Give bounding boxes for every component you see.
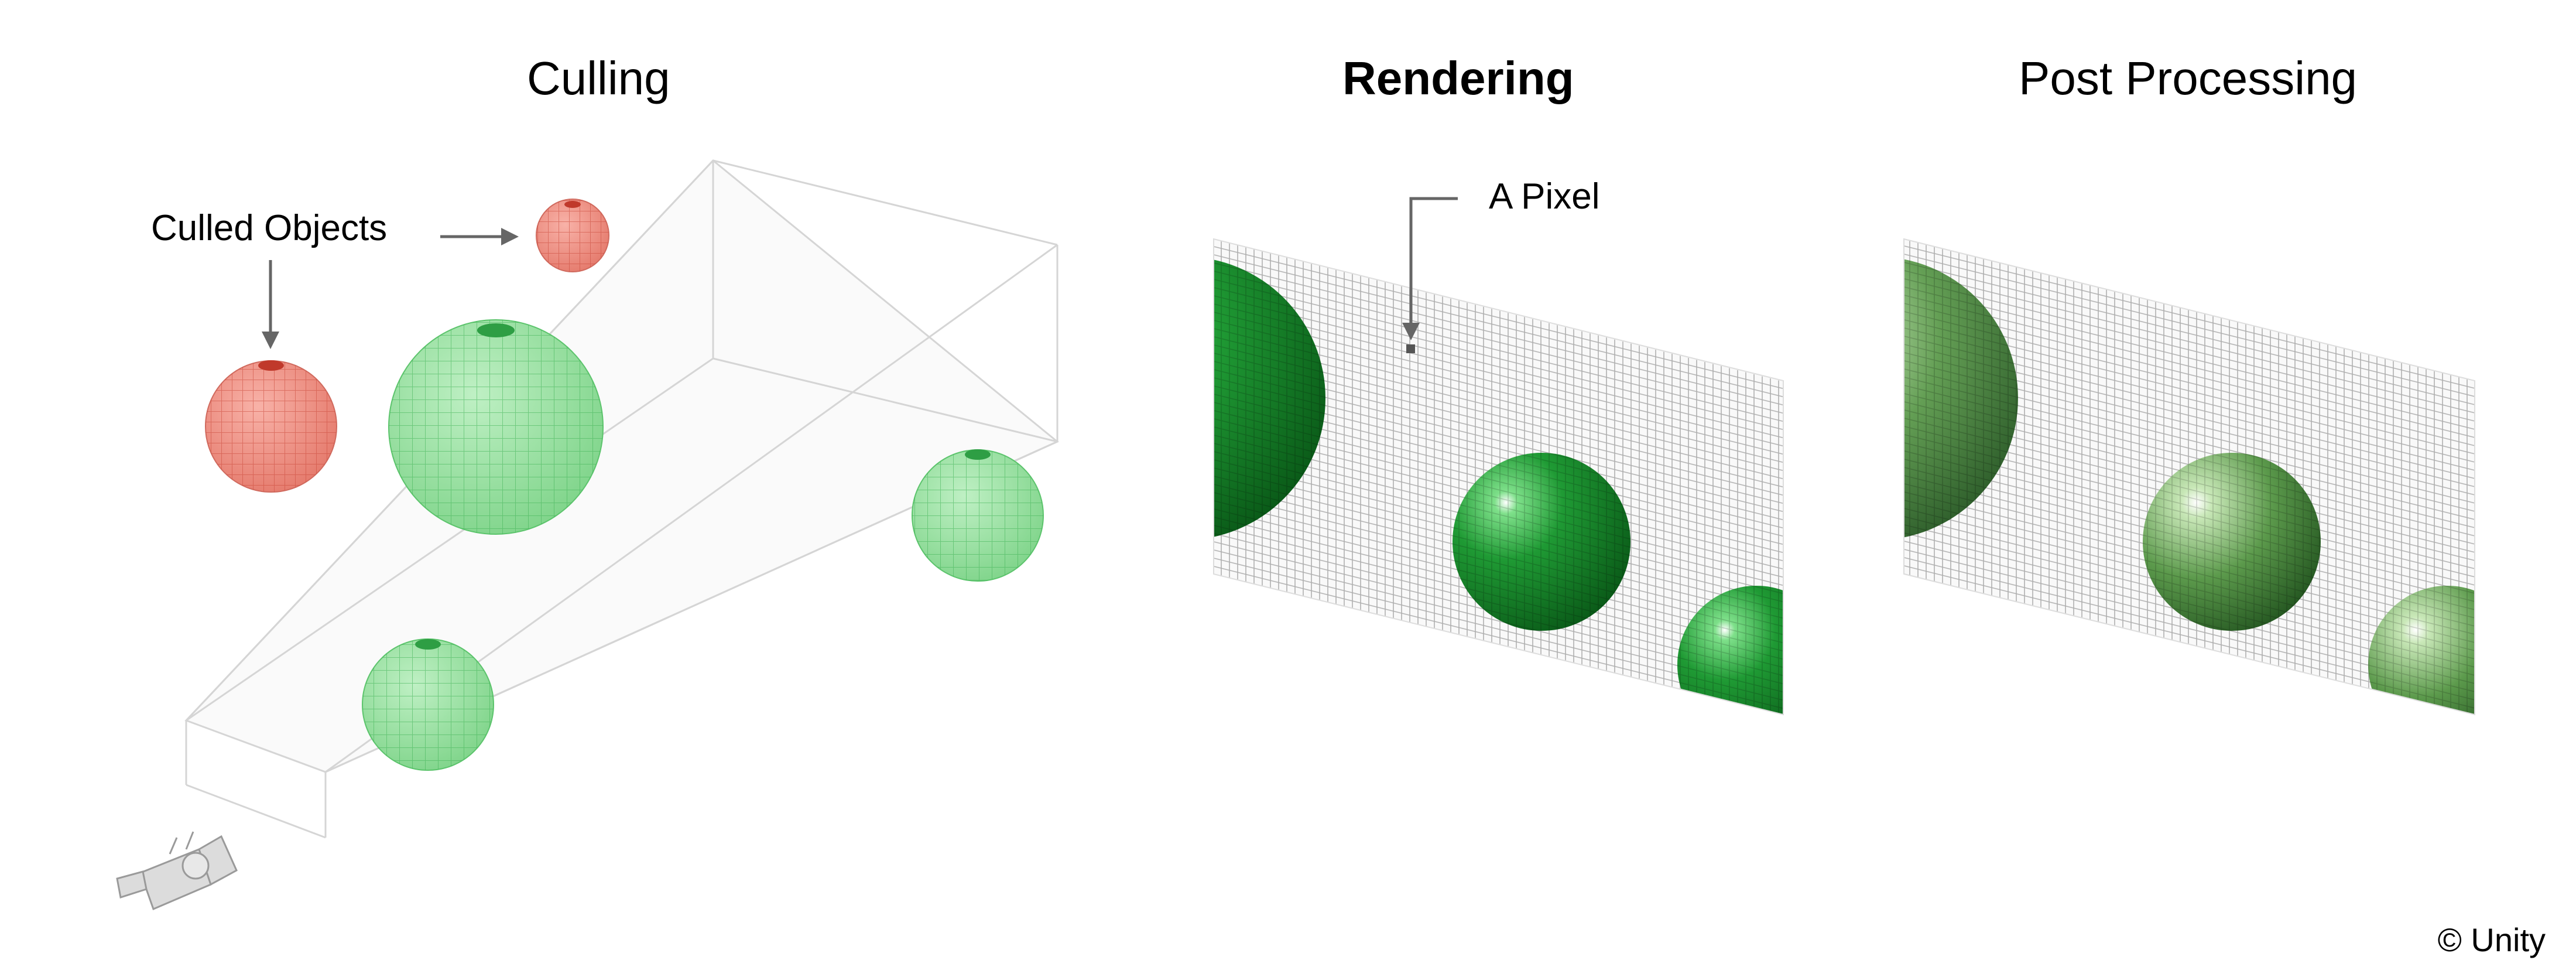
culled-sphere-small <box>536 199 609 272</box>
a-pixel-pointer <box>1402 197 1458 353</box>
camera-icon <box>116 831 238 911</box>
title-post-processing: Post Processing <box>2019 52 2358 104</box>
visible-sphere-right <box>912 449 1044 582</box>
post-processed-pixel-grid <box>1903 238 2475 716</box>
title-culling: Culling <box>527 52 670 104</box>
pixel-marker <box>1406 344 1415 353</box>
culled-objects-label: Culled Objects <box>151 208 388 248</box>
culled-objects-arrows <box>262 228 519 349</box>
title-rendering: Rendering <box>1342 52 1574 104</box>
copyright-text: © Unity <box>2437 921 2546 958</box>
visible-sphere-bottom <box>362 638 494 771</box>
a-pixel-label: A Pixel <box>1489 176 1600 217</box>
rendered-pixel-grid <box>1213 238 1784 716</box>
culled-sphere-large <box>205 360 337 493</box>
visible-sphere-large <box>388 319 604 535</box>
